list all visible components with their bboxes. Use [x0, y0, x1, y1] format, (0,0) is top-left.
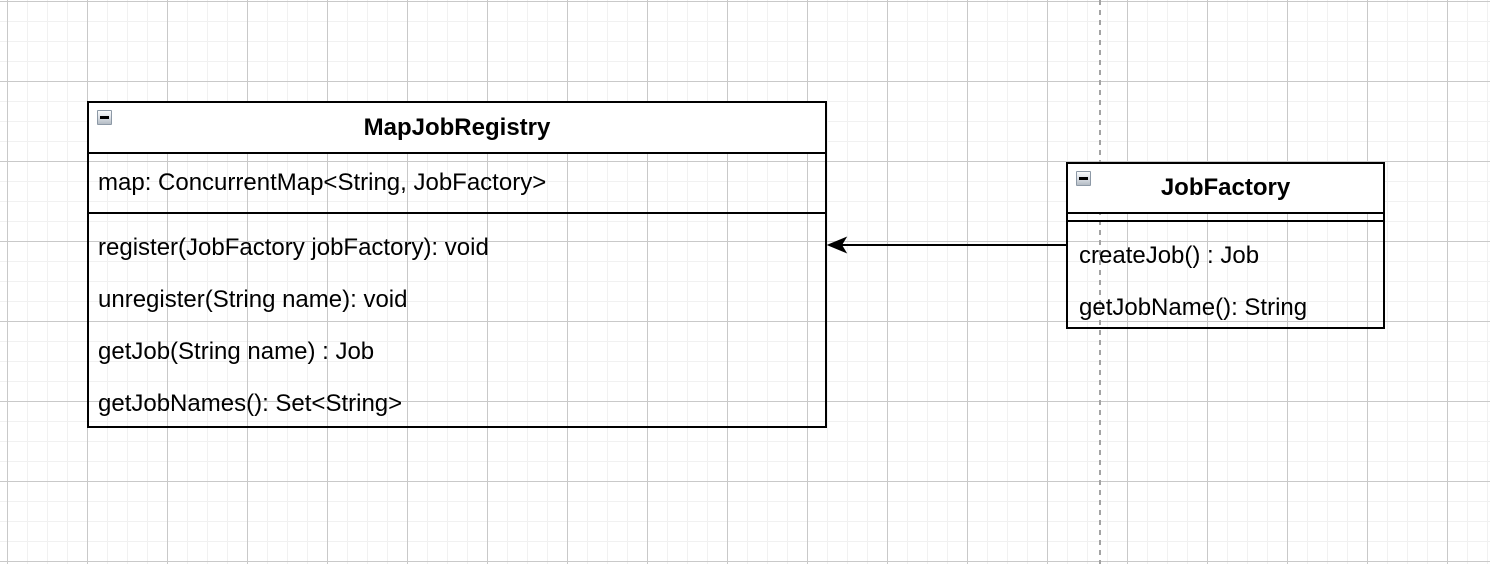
method-item[interactable]: getJob(String name) : Job [98, 338, 375, 365]
class-mapjobregistry[interactable]: MapJobRegistry map: ConcurrentMap<String… [87, 101, 827, 428]
class-name: JobFactory [1160, 174, 1291, 201]
collapse-icon[interactable] [1076, 171, 1091, 186]
minus-glyph [100, 116, 109, 119]
method-item[interactable]: createJob() : Job [1079, 242, 1260, 269]
empty-attributes-compartment [1068, 214, 1383, 222]
attribute-item[interactable]: map: ConcurrentMap<String, JobFactory> [98, 169, 547, 196]
association-connector[interactable] [826, 236, 1066, 254]
class-header: MapJobRegistry [89, 103, 825, 154]
class-jobfactory[interactable]: JobFactory createJob() : Job getJobName(… [1066, 162, 1385, 329]
arrowhead-icon [826, 236, 848, 254]
methods-compartment: register(JobFactory jobFactory): void un… [89, 214, 825, 430]
minus-glyph [1079, 177, 1088, 180]
method-item[interactable]: getJobNames(): Set<String> [98, 390, 403, 417]
class-name: MapJobRegistry [363, 113, 551, 141]
class-header: JobFactory [1068, 164, 1383, 214]
methods-compartment: createJob() : Job getJobName(): String [1068, 222, 1383, 334]
method-item[interactable]: unregister(String name): void [98, 286, 408, 313]
attributes-compartment: map: ConcurrentMap<String, JobFactory> [89, 154, 825, 214]
method-item[interactable]: register(JobFactory jobFactory): void [98, 234, 489, 261]
collapse-icon[interactable] [97, 110, 112, 125]
method-item[interactable]: getJobName(): String [1079, 294, 1308, 321]
